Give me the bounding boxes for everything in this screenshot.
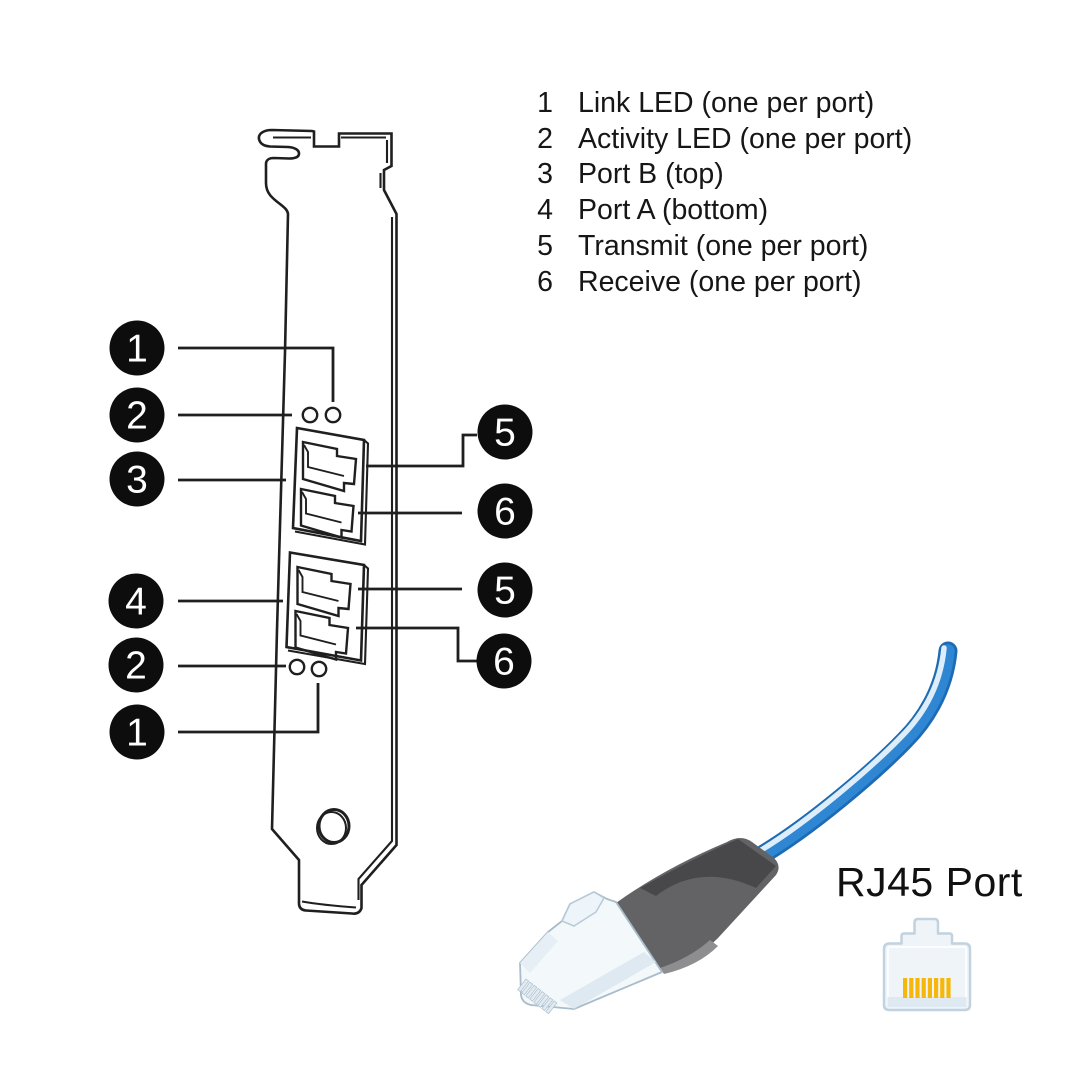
cable-boot-dark-facet xyxy=(640,839,776,896)
rj45-plug-bottom-facet xyxy=(560,952,656,1009)
port-b-frame-depth xyxy=(294,439,370,546)
rj45-plug-latch xyxy=(560,891,606,927)
callout-activity-led-top: 2 xyxy=(109,387,165,443)
port-a-opening-receive xyxy=(294,609,350,662)
callout-receive-bottom: 6 xyxy=(476,633,532,689)
activity-led-port-b xyxy=(324,406,342,424)
port-b-opening-transmit xyxy=(301,440,358,493)
port-b-opening-transmit-depth xyxy=(303,444,345,477)
leader-lines xyxy=(178,346,477,734)
rj45-port-icon-pins xyxy=(903,978,951,998)
callout-badge xyxy=(109,387,165,443)
screw-hole xyxy=(317,808,351,844)
bracket-fold-lines xyxy=(273,136,394,909)
cable-outer xyxy=(747,641,958,868)
leader-5-top xyxy=(366,433,477,468)
callout-badge xyxy=(109,704,165,760)
callout-number: 6 xyxy=(493,641,515,684)
port-a-opening-transmit-depth xyxy=(297,569,339,602)
rj45-plug-tip-face xyxy=(520,932,558,973)
callout-badge xyxy=(108,637,164,693)
port-a-opening-receive-depth xyxy=(295,613,337,646)
callout-number: 5 xyxy=(494,570,516,613)
callout-link-led-bottom: 1 xyxy=(109,704,165,760)
legend-label: Port A (bottom) xyxy=(578,194,769,227)
callout-badge xyxy=(109,451,165,507)
legend-item-port-a: 4 Port A (bottom) xyxy=(531,193,912,229)
rj45-plug-contacts xyxy=(517,978,558,1015)
callout-badge xyxy=(109,320,165,376)
legend-number: 3 xyxy=(537,158,553,191)
legend-label: Receive (one per port) xyxy=(578,265,862,298)
port-a-frame xyxy=(285,550,366,663)
leader-1-top xyxy=(178,346,335,402)
port-b-block xyxy=(291,426,370,546)
port-b-opening-receive-depth xyxy=(301,491,342,524)
rj45-cable-illustration xyxy=(517,641,958,1015)
port-b-opening-receive xyxy=(299,487,355,540)
callout-number: 4 xyxy=(125,581,147,624)
callout-badges: 1 2 3 4 2 1 5 6 xyxy=(108,320,533,760)
legend-item-activity-led: 2 Activity LED (one per port) xyxy=(531,122,912,158)
bracket-outline xyxy=(257,128,398,915)
callout-port-b: 3 xyxy=(109,451,165,507)
link-led-port-b xyxy=(301,406,319,424)
callout-number: 2 xyxy=(125,645,147,688)
callout-badge xyxy=(108,573,164,629)
legend-number: 6 xyxy=(537,265,553,298)
callout-number: 1 xyxy=(126,328,148,371)
callout-transmit-top: 5 xyxy=(477,404,533,460)
callout-number: 6 xyxy=(494,491,516,534)
callout-number: 5 xyxy=(494,412,516,455)
callout-badge xyxy=(477,562,533,618)
rj45-port-icon xyxy=(882,917,972,1012)
legend-item-port-b: 3 Port B (top) xyxy=(531,157,912,193)
legend-label: Transmit (one per port) xyxy=(578,229,869,262)
callout-number: 1 xyxy=(126,712,148,755)
callout-number: 2 xyxy=(126,395,148,438)
cable-mid xyxy=(750,644,955,865)
legend-item-receive: 6 Receive (one per port) xyxy=(531,265,912,301)
callout-badge xyxy=(477,483,533,539)
callout-activity-led-bottom: 2 xyxy=(108,637,164,693)
callout-badge xyxy=(476,633,532,689)
legend-number: 5 xyxy=(537,229,553,262)
legend-item-link-led: 1 Link LED (one per port) xyxy=(531,86,912,122)
rj45-port-label: RJ45 Port xyxy=(836,859,1023,905)
port-a-opening-transmit xyxy=(296,565,352,618)
port-a-block xyxy=(285,550,370,666)
rj45-port-icon-body xyxy=(882,917,972,1012)
activity-led-port-a xyxy=(288,658,306,676)
legend-number: 1 xyxy=(537,87,553,119)
callout-receive-top: 6 xyxy=(477,483,533,539)
screw-hole-depth xyxy=(316,811,347,845)
cable-highlight xyxy=(755,645,947,855)
leader-1-bottom xyxy=(178,683,320,734)
cable-boot-light-facet xyxy=(660,940,718,974)
leader-6-bottom xyxy=(356,626,477,663)
callout-badge xyxy=(477,404,533,460)
legend-label: Link LED (one per port) xyxy=(578,87,875,119)
callout-link-led-top: 1 xyxy=(109,320,165,376)
pci-bracket xyxy=(257,128,398,915)
led-indicators xyxy=(288,406,342,678)
legend-item-transmit: 5 Transmit (one per port) xyxy=(531,229,912,265)
callout-number: 3 xyxy=(126,459,148,502)
rj45-port-icon-base-strip xyxy=(887,997,967,1007)
callout-port-a: 4 xyxy=(108,573,164,629)
legend-label: Activity LED (one per port) xyxy=(578,122,913,155)
legend: 1 Link LED (one per port) 2 Activity LED… xyxy=(531,86,912,300)
port-b-frame xyxy=(291,426,366,543)
legend-number: 4 xyxy=(537,194,553,227)
legend-label: Port B (top) xyxy=(578,158,724,191)
legend-number: 2 xyxy=(537,122,553,155)
link-led-port-a xyxy=(310,660,328,678)
callout-transmit-bottom: 5 xyxy=(477,562,533,618)
